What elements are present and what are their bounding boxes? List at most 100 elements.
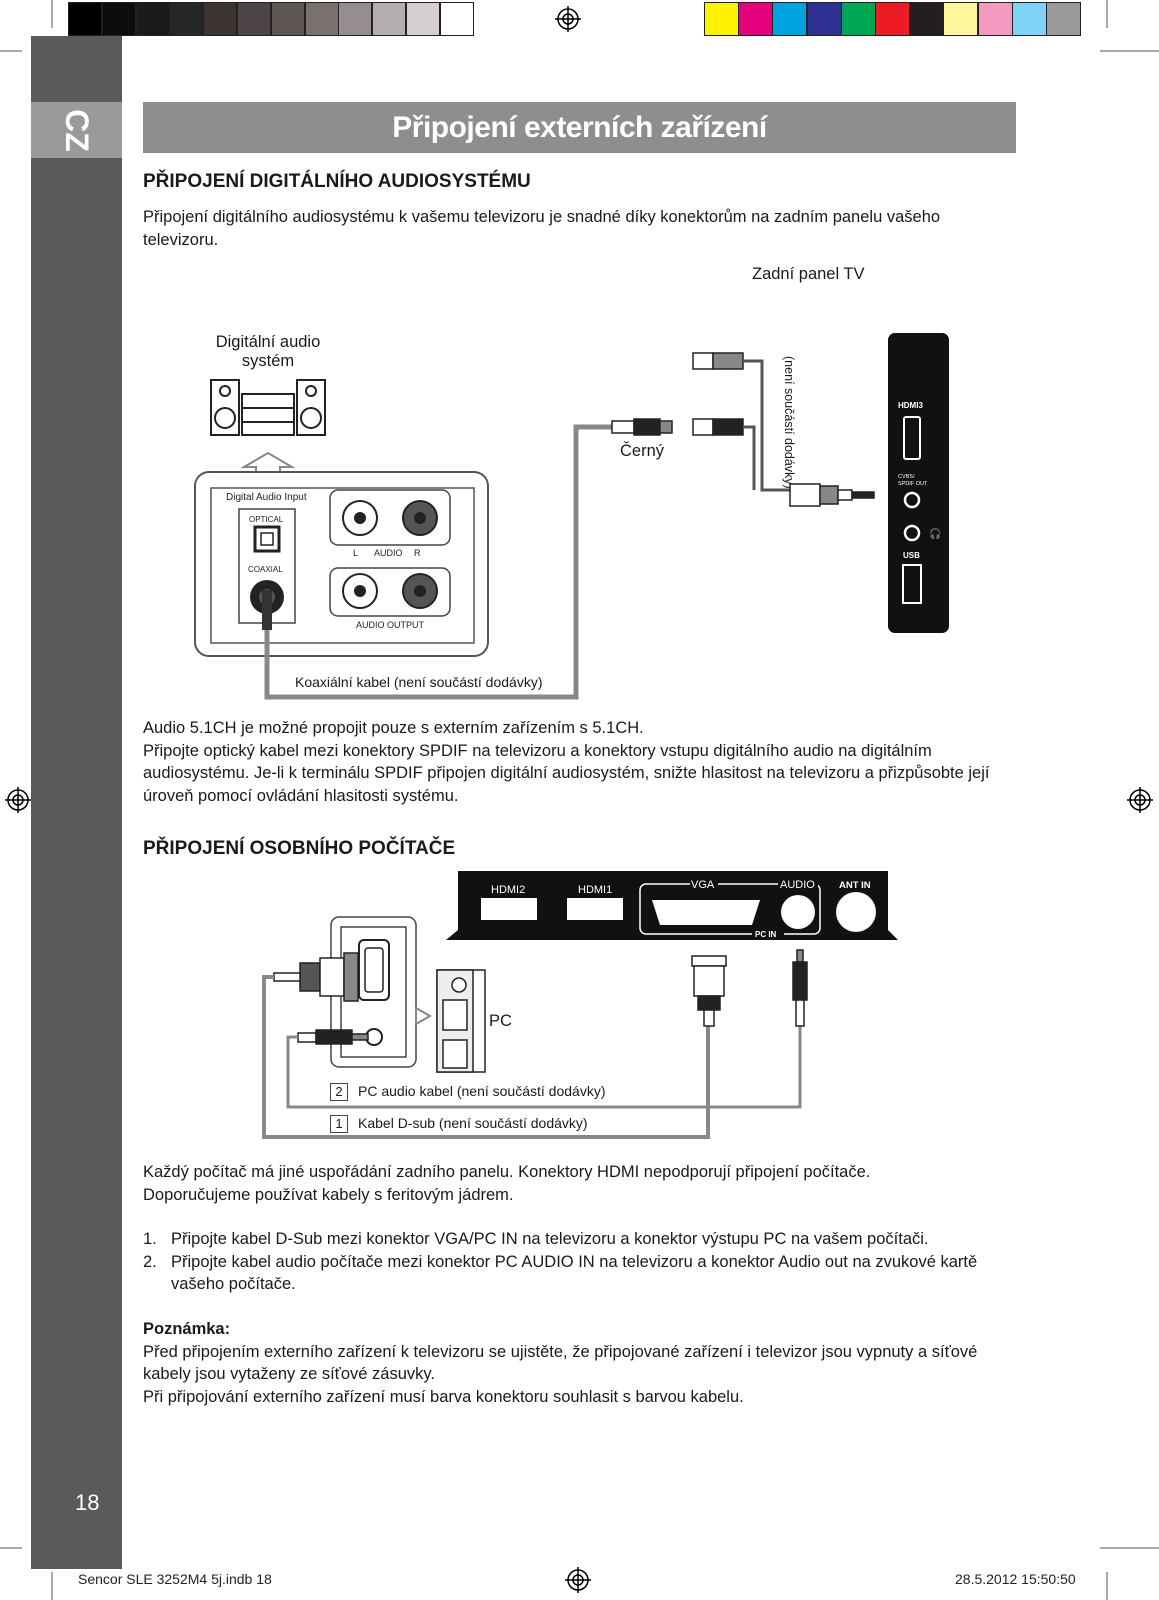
pc-tower-icon xyxy=(436,969,486,1073)
cable-2-number: 2 xyxy=(330,1083,348,1101)
color-swatch xyxy=(772,2,808,36)
rear-panel-label: Zadní panel TV xyxy=(752,265,865,283)
section-heading-pc: PŘIPOJENÍ OSOBNÍHO POČÍTAČE xyxy=(143,838,456,859)
not-included-vertical-label: (není součástí dodávky) xyxy=(782,356,796,489)
page-title: Připojení externích zařízení xyxy=(143,102,1016,153)
registration-target-icon xyxy=(1127,787,1153,813)
up-arrow-icon xyxy=(240,451,296,473)
gray-swatch xyxy=(406,2,440,36)
rca-plug-icon xyxy=(611,418,673,436)
svg-text:R: R xyxy=(414,548,421,558)
dsub-plug-icon xyxy=(273,952,359,1002)
svg-text:USB: USB xyxy=(903,551,920,560)
gray-swatch xyxy=(237,2,271,36)
color-swatch xyxy=(738,2,774,36)
note-heading: Poznámka: xyxy=(143,1320,231,1338)
section-heading-audio: PŘIPOJENÍ DIGITÁLNÍHO AUDIOSYSTÉMU xyxy=(143,171,531,192)
svg-text:AUDIO OUTPUT: AUDIO OUTPUT xyxy=(356,620,425,630)
coax-cable xyxy=(264,424,612,700)
audio-cable xyxy=(286,1025,802,1109)
svg-text:AUDIO: AUDIO xyxy=(374,548,403,558)
svg-text:CVBS/: CVBS/ xyxy=(898,474,915,480)
section-body-audio: Audio 5.1CH je možné propojit pouze s ex… xyxy=(143,719,990,805)
vga-plug-icon xyxy=(691,955,727,1027)
pc-in-group xyxy=(639,883,821,935)
audio-in-port-icon xyxy=(781,895,815,929)
svg-text:HDMI3: HDMI3 xyxy=(898,401,923,410)
gray-swatch xyxy=(338,2,373,36)
registration-target-icon xyxy=(5,787,31,813)
svg-text:SPDIF OUT: SPDIF OUT xyxy=(898,481,928,487)
gray-swatch xyxy=(135,2,170,36)
coax-plug-icon xyxy=(262,590,272,630)
color-swatch xyxy=(943,2,979,36)
color-swatch xyxy=(840,2,876,36)
list-item: 2. Připojte kabel audio počítače mezi ko… xyxy=(143,1252,978,1294)
color-swatch xyxy=(1046,2,1081,36)
hdmi1-port-icon xyxy=(567,898,623,920)
gray-swatch xyxy=(101,2,136,36)
note-block: Poznámka: Před připojením externího zaří… xyxy=(143,1318,983,1408)
svg-text:VGA: VGA xyxy=(691,879,715,891)
pc-audio-plug-icon xyxy=(297,1029,369,1045)
usb-port-icon xyxy=(902,564,922,604)
hifi-system-icon xyxy=(210,379,326,436)
coax-cable-label: Koaxiální kabel (není součástí dodávky) xyxy=(295,674,543,690)
svg-text:AUDIO: AUDIO xyxy=(780,879,815,891)
section-intro-audio: Připojení digitálního audiosystému k vaš… xyxy=(143,208,941,249)
cable-1-number: 1 xyxy=(330,1115,348,1133)
audio-plug-icon xyxy=(792,949,808,1027)
steps-list: 1. Připojte kabel D-Sub mezi konektor VG… xyxy=(143,1228,1013,1296)
gray-swatch xyxy=(372,2,407,36)
gray-swatch xyxy=(304,2,339,36)
jack-plug-icon xyxy=(789,483,875,507)
gray-swatch xyxy=(439,2,474,36)
audio-system-label: Digitální audio systém xyxy=(215,333,321,370)
gray-swatch xyxy=(203,2,238,36)
rca-splitter-icon xyxy=(692,352,744,436)
digital-audio-input-text: Digital Audio Input xyxy=(226,492,307,503)
svg-text:L: L xyxy=(353,548,358,558)
hdmi2-port-icon xyxy=(481,898,537,920)
hdmi-port-icon xyxy=(903,416,921,460)
vga-port-icon xyxy=(652,900,760,925)
page-sidebar xyxy=(31,36,122,1569)
svg-text:HDMI2: HDMI2 xyxy=(491,884,525,896)
svg-text:HDMI1: HDMI1 xyxy=(578,884,612,896)
page-number: 18 xyxy=(75,1490,100,1515)
language-tab: CZ xyxy=(31,102,122,158)
color-swatch xyxy=(875,2,910,36)
list-item: 1. Připojte kabel D-Sub mezi konektor VG… xyxy=(143,1230,929,1248)
color-swatch xyxy=(1011,2,1047,36)
color-swatch xyxy=(977,2,1013,36)
section-body-pc: Každý počítač má jiné uspořádání zadního… xyxy=(143,1163,871,1204)
cable-2-label: PC audio kabel (není součástí dodávky) xyxy=(358,1083,606,1099)
dsub-cable xyxy=(262,975,710,1139)
color-swatch xyxy=(909,2,945,36)
svg-text:OPTICAL: OPTICAL xyxy=(249,515,284,524)
svg-text:COAXIAL: COAXIAL xyxy=(248,565,283,574)
gray-swatch xyxy=(68,2,102,36)
ant-in-port-icon xyxy=(836,892,876,932)
color-swatch xyxy=(806,2,842,36)
right-arrow-icon xyxy=(415,1006,433,1026)
registration-target-icon xyxy=(555,6,581,32)
footer-date: 28.5.2012 15:50:50 xyxy=(955,1571,1076,1587)
headphone-port-icon xyxy=(903,524,921,542)
spdif-port-icon xyxy=(903,491,921,509)
registration-target-icon xyxy=(565,1567,591,1593)
pc-label: PC xyxy=(489,1012,512,1030)
headphone-icon: 🎧 xyxy=(929,527,941,540)
footer-file: Sencor SLE 3252M4 5j.indb 18 xyxy=(78,1571,272,1587)
tv-rear-panel xyxy=(888,333,949,633)
svg-text:ANT IN: ANT IN xyxy=(839,880,871,891)
gray-swatch xyxy=(169,2,204,36)
cable-1-label: Kabel D-sub (není součástí dodávky) xyxy=(358,1115,588,1131)
gray-swatch xyxy=(270,2,305,36)
svg-text:PC IN: PC IN xyxy=(755,930,777,939)
color-swatch xyxy=(704,2,739,36)
black-connector-label: Černý xyxy=(620,442,665,460)
